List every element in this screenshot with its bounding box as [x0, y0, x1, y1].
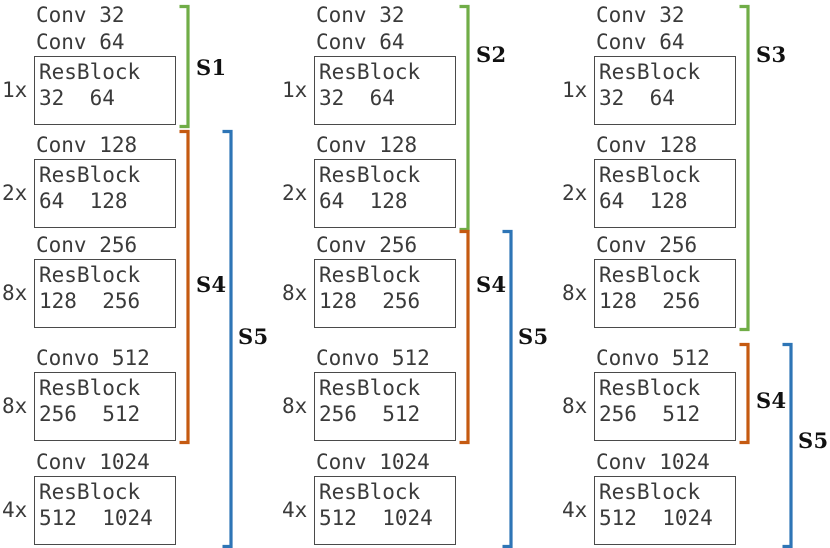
conv-label: Convo 512: [36, 346, 150, 370]
resblock-name: ResBlock: [599, 60, 701, 84]
resblock-name: ResBlock: [39, 263, 141, 287]
resblock-name: ResBlock: [319, 263, 421, 287]
column-3-bracket-label-orange: S4: [756, 388, 787, 413]
conv-label: Conv 1024: [596, 450, 710, 474]
resblock-channels: 128 256: [39, 289, 141, 313]
conv-label-secondary: Conv 64: [36, 30, 125, 54]
column-2-bracket-green: [458, 4, 472, 232]
resblock-name: ResBlock: [319, 376, 421, 400]
column-2-bracket-blue: [501, 229, 515, 548]
resblock-name: ResBlock: [599, 480, 701, 504]
repeat-multiplier: 4x: [562, 498, 588, 522]
repeat-multiplier: 8x: [2, 281, 28, 305]
column-3-bracket-orange: [738, 342, 752, 445]
conv-label: Convo 512: [316, 346, 430, 370]
conv-label: Conv 256: [36, 233, 138, 257]
resblock-channels: 512 1024: [39, 506, 153, 530]
resblock-channels: 256 512: [39, 402, 141, 426]
repeat-multiplier: 2x: [2, 181, 28, 205]
resblock-channels: 256 512: [319, 402, 421, 426]
conv-label: Conv 1024: [36, 450, 150, 474]
conv-label-secondary: Conv 64: [596, 30, 685, 54]
conv-label: Convo 512: [596, 346, 710, 370]
resblock-channels: 256 512: [599, 402, 701, 426]
resblock-name: ResBlock: [599, 163, 701, 187]
column-2-bracket-label-blue: S5: [518, 324, 549, 349]
resblock-name: ResBlock: [39, 376, 141, 400]
resblock-name: ResBlock: [39, 480, 141, 504]
conv-label: Conv 32: [36, 3, 125, 27]
column-1-bracket-label-blue: S5: [238, 324, 269, 349]
resblock-channels: 512 1024: [599, 506, 713, 530]
column-3-bracket-label-blue: S5: [798, 428, 829, 453]
column-3-bracket-blue: [781, 342, 795, 548]
column-1-bracket-label-orange: S4: [196, 272, 227, 297]
resblock-name: ResBlock: [599, 263, 701, 287]
resblock-name: ResBlock: [39, 163, 141, 187]
resblock-name: ResBlock: [319, 163, 421, 187]
conv-label: Conv 256: [316, 233, 418, 257]
conv-label: Conv 32: [316, 3, 405, 27]
conv-label: Conv 1024: [316, 450, 430, 474]
column-1-bracket-orange: [178, 129, 192, 445]
resblock-name: ResBlock: [319, 480, 421, 504]
column-2-bracket-orange: [458, 229, 472, 445]
column-3-bracket-green: [738, 4, 752, 332]
column-1-bracket-blue: [221, 129, 235, 548]
column-2-bracket-label-orange: S4: [476, 272, 507, 297]
conv-label: Conv 128: [596, 133, 698, 157]
repeat-multiplier: 1x: [562, 78, 588, 102]
resblock-channels: 128 256: [599, 289, 701, 313]
column-2-bracket-label-green: S2: [476, 42, 507, 67]
resblock-name: ResBlock: [319, 60, 421, 84]
repeat-multiplier: 8x: [2, 394, 28, 418]
conv-label: Conv 256: [596, 233, 698, 257]
repeat-multiplier: 1x: [2, 78, 28, 102]
repeat-multiplier: 1x: [282, 78, 308, 102]
conv-label-secondary: Conv 64: [316, 30, 405, 54]
repeat-multiplier: 4x: [282, 498, 308, 522]
resblock-channels: 64 128: [599, 189, 688, 213]
resblock-channels: 512 1024: [319, 506, 433, 530]
resblock-channels: 128 256: [319, 289, 421, 313]
conv-label: Conv 128: [36, 133, 138, 157]
repeat-multiplier: 8x: [562, 394, 588, 418]
resblock-name: ResBlock: [599, 376, 701, 400]
resblock-name: ResBlock: [39, 60, 141, 84]
resblock-channels: 32 64: [599, 86, 675, 110]
column-3-bracket-label-green: S3: [756, 42, 787, 67]
column-1-bracket-green: [178, 4, 192, 129]
repeat-multiplier: 2x: [562, 181, 588, 205]
repeat-multiplier: 8x: [282, 394, 308, 418]
repeat-multiplier: 8x: [282, 281, 308, 305]
resblock-channels: 32 64: [39, 86, 115, 110]
repeat-multiplier: 4x: [2, 498, 28, 522]
conv-label: Conv 128: [316, 133, 418, 157]
column-1-bracket-label-green: S1: [196, 55, 227, 80]
conv-label: Conv 32: [596, 3, 685, 27]
resblock-channels: 64 128: [39, 189, 128, 213]
repeat-multiplier: 2x: [282, 181, 308, 205]
resblock-channels: 32 64: [319, 86, 395, 110]
repeat-multiplier: 8x: [562, 281, 588, 305]
resblock-channels: 64 128: [319, 189, 408, 213]
